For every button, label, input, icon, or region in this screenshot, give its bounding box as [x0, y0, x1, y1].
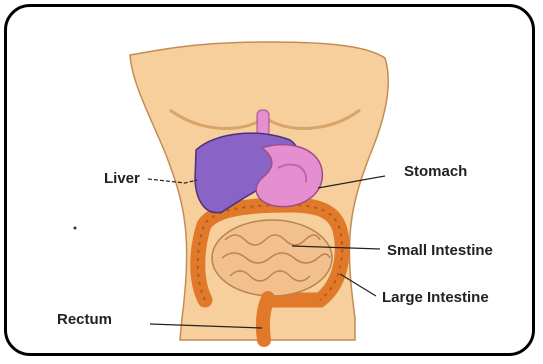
- label-stomach: Stomach: [404, 163, 467, 180]
- label-liver: Liver: [104, 170, 140, 187]
- rectum: [263, 298, 268, 340]
- label-rectum: Rectum: [57, 311, 112, 328]
- small-intestine: [212, 220, 332, 296]
- label-small-intestine: Small Intestine: [387, 242, 493, 259]
- speck: [74, 227, 77, 230]
- label-large-intestine: Large Intestine: [382, 289, 489, 306]
